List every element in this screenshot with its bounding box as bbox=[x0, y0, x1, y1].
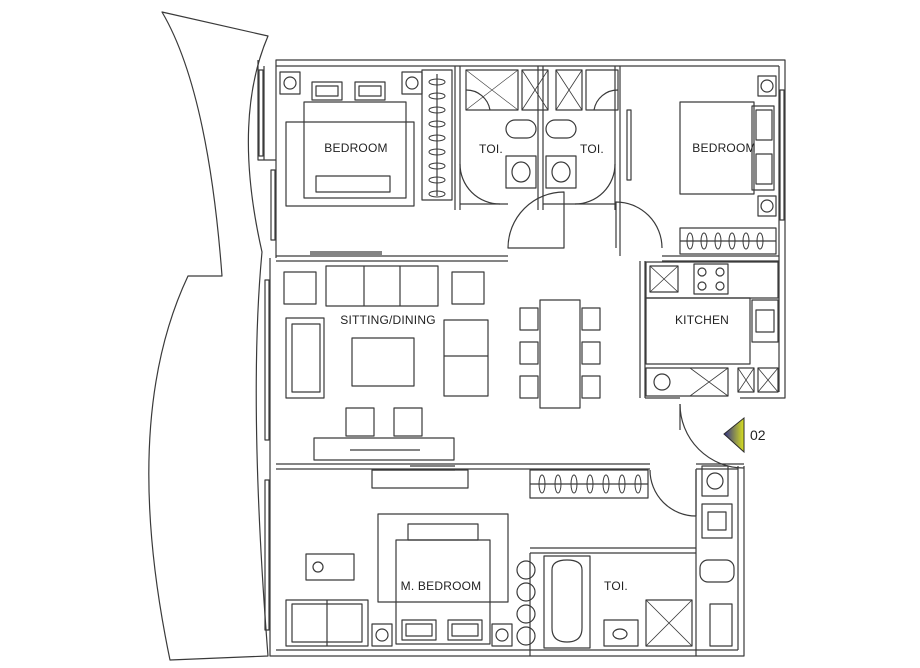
door-swings bbox=[459, 163, 745, 517]
master-toilet-fixtures bbox=[516, 465, 735, 649]
balcony-outline bbox=[148, 11, 269, 661]
unit-marker-label: 02 bbox=[750, 427, 766, 443]
bedroom-2-furniture bbox=[679, 75, 777, 255]
outer-wall bbox=[257, 59, 786, 657]
interior-walls bbox=[276, 66, 779, 656]
master-bedroom-furniture bbox=[285, 469, 649, 647]
unit-marker-icon bbox=[723, 416, 745, 454]
room-label-bedroom-2: BEDROOM bbox=[692, 141, 756, 155]
room-label-bedroom-1: BEDROOM bbox=[324, 141, 388, 155]
room-label-toilet-1: TOI. bbox=[479, 142, 503, 156]
bedroom-1-furniture bbox=[279, 69, 453, 207]
room-label-master-bedroom: M. BEDROOM bbox=[400, 579, 482, 593]
room-label-toilet-2: TOI. bbox=[580, 142, 604, 156]
room-label-kitchen: KITCHEN bbox=[674, 313, 730, 327]
kitchen-fixtures bbox=[645, 261, 779, 397]
living-dining-furniture bbox=[283, 265, 601, 461]
room-label-sitting-dining: SITTING/DINING bbox=[340, 313, 436, 327]
top-toilets-fixtures bbox=[465, 69, 619, 189]
room-label-toilet-3: TOI. bbox=[604, 579, 628, 593]
